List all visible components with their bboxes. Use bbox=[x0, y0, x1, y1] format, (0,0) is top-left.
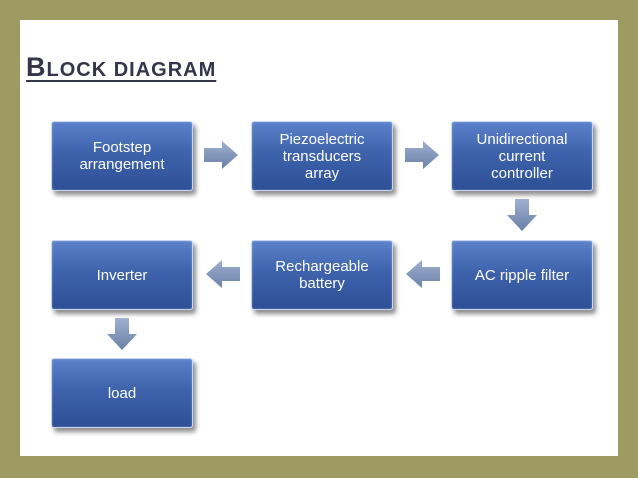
block-footstep-arrangement: Footstep arrangement bbox=[51, 121, 193, 191]
arrow-down-icon bbox=[107, 318, 137, 350]
block-rechargeable-battery: Rechargeable battery bbox=[251, 240, 393, 310]
block-piezoelectric-transducers: Piezoelectric transducers array bbox=[251, 121, 393, 191]
arrow-left-icon bbox=[206, 260, 240, 288]
block-load: load bbox=[51, 358, 193, 428]
arrow-right-icon bbox=[405, 141, 439, 169]
arrow-right-icon bbox=[204, 141, 238, 169]
page-title: BLOCK DIAGRAM bbox=[26, 52, 216, 83]
arrow-left-icon bbox=[406, 260, 440, 288]
block-unidirectional-controller: Unidirectional current controller bbox=[451, 121, 593, 191]
title-initial: B bbox=[26, 52, 47, 82]
block-inverter: Inverter bbox=[51, 240, 193, 310]
arrow-down-icon bbox=[507, 199, 537, 231]
block-ac-ripple-filter: AC ripple filter bbox=[451, 240, 593, 310]
title-rest: LOCK DIAGRAM bbox=[46, 59, 217, 81]
